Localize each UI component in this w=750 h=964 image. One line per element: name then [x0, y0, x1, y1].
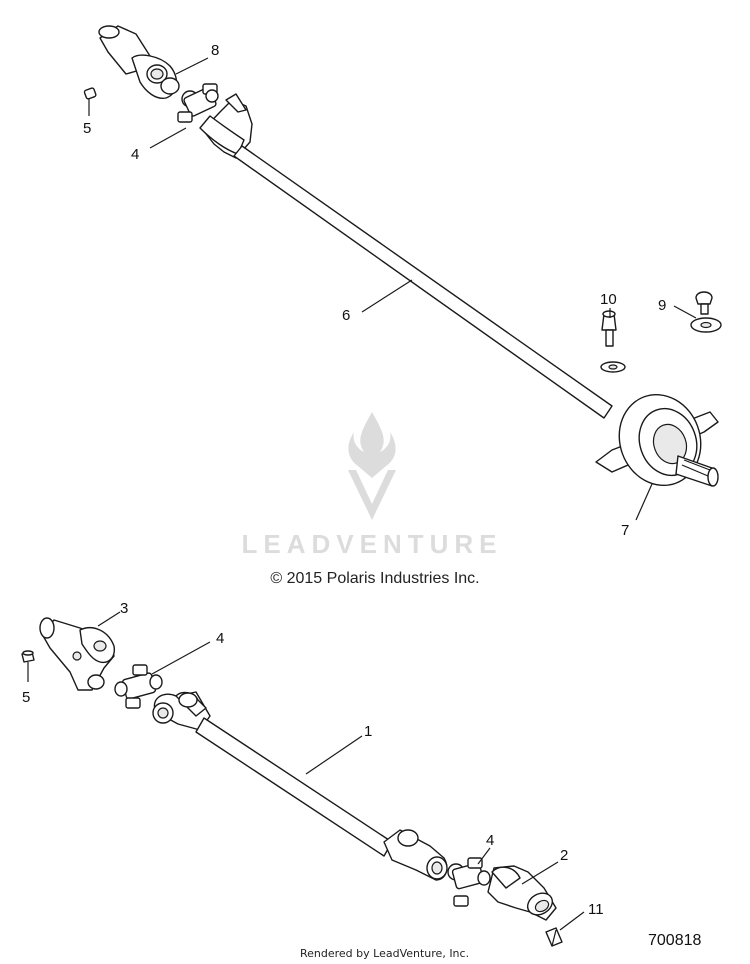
part-8-yoke	[98, 25, 180, 99]
part-9-bolt	[690, 291, 722, 333]
leader-9	[673, 305, 697, 319]
part-4-ujoint-mid	[114, 664, 163, 709]
copyright-text: © 2015 Polaris Industries Inc.	[270, 570, 480, 587]
callout-5-top: 5	[83, 120, 91, 137]
leader-4-bottom	[477, 847, 491, 865]
callout-5-bottom: 5	[22, 689, 30, 706]
callout-8: 8	[211, 42, 219, 59]
callout-7: 7	[621, 522, 629, 539]
part-1-driveshaft	[152, 691, 448, 881]
part-5-fitting-bottom	[21, 650, 35, 682]
leader-1	[305, 735, 363, 775]
part-10-bolt	[600, 310, 626, 373]
callout-4-bottom: 4	[486, 832, 494, 849]
leadventure-watermark: LEADVENTURE	[241, 412, 502, 559]
callout-11: 11	[588, 901, 604, 918]
callout-3: 3	[120, 600, 128, 617]
callout-4-mid: 4	[216, 630, 224, 647]
callout-10: 10	[600, 291, 617, 308]
part-3-yoke	[39, 617, 115, 691]
leader-2	[521, 861, 559, 885]
part-7-bearing	[595, 393, 719, 487]
part-5-fitting-top	[83, 87, 97, 116]
part-4-ujoint-bottom	[447, 857, 491, 907]
callout-6: 6	[342, 307, 350, 324]
leader-11	[559, 911, 585, 931]
watermark-text: LEADVENTURE	[241, 529, 502, 559]
part-2-yoke	[487, 865, 557, 921]
callout-9: 9	[658, 297, 666, 314]
leader-7	[635, 483, 653, 521]
leader-8	[175, 57, 209, 75]
leader-6	[361, 279, 413, 313]
callout-4-top: 4	[131, 146, 139, 163]
part-4-ujoint-top	[177, 83, 219, 123]
rendered-by-footer: Rendered by LeadVenture, Inc.	[300, 947, 470, 960]
callout-2: 2	[560, 847, 568, 864]
part-6-driveshaft	[199, 93, 613, 419]
leader-4-mid	[151, 641, 211, 675]
leader-4-top	[149, 127, 187, 149]
part-11-pin	[545, 927, 563, 947]
leader-3	[97, 611, 121, 627]
callout-1: 1	[364, 723, 372, 740]
diagram-reference-number: 700818	[648, 932, 702, 949]
